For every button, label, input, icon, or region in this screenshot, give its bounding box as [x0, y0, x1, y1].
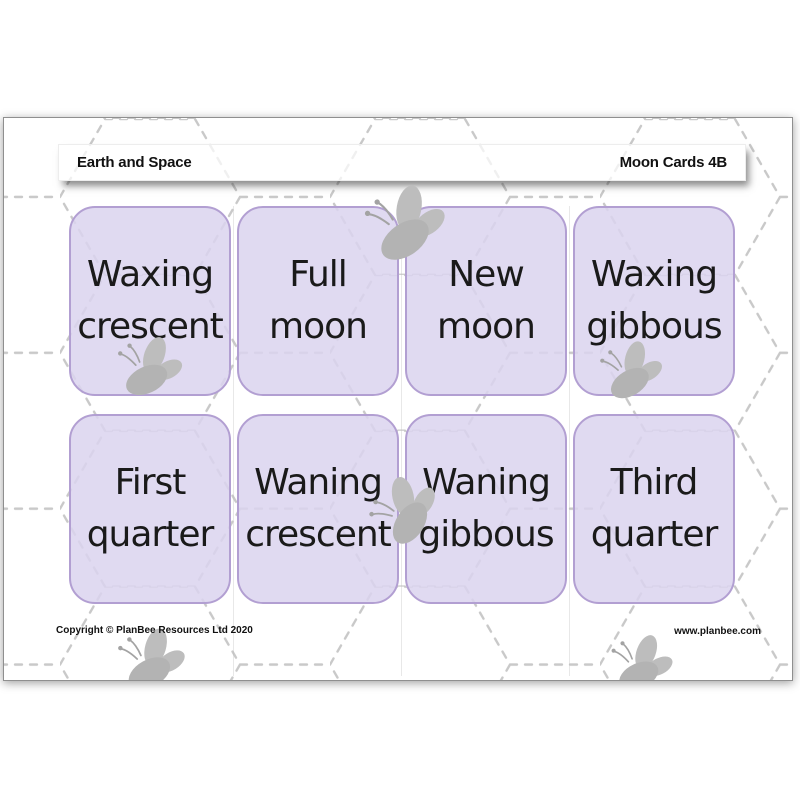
card-line-1: Waning: [254, 462, 383, 503]
card-line-1: Third: [610, 462, 699, 503]
card-line-2: quarter: [590, 514, 719, 555]
card-line-2: quarter: [86, 514, 215, 555]
bee-icon: [117, 333, 187, 402]
card-new-moon: New moon: [405, 206, 567, 396]
card-line-1: Waxing: [86, 254, 214, 295]
card-line-1: Full: [289, 254, 348, 295]
bee-icon: [597, 334, 670, 407]
card-full-moon: Full moon: [237, 206, 399, 396]
card-first-quarter: First quarter: [69, 414, 231, 604]
card-line-2: gibbous: [586, 306, 722, 347]
card-line-2: crescent: [77, 306, 224, 347]
card-line-2: moon: [437, 306, 536, 347]
cut-guide-line: [401, 206, 402, 676]
card-line-1: First: [114, 462, 187, 503]
header-title-label: Moon Cards 4B: [619, 154, 728, 171]
card-line-2: crescent: [245, 514, 392, 555]
header-topic-label: Earth and Space: [77, 154, 192, 171]
footer-website-link: www.planbee.com: [674, 626, 761, 637]
card-line-1: New: [448, 254, 525, 295]
cut-guide-line: [233, 206, 234, 676]
header-bar: Earth and Space Moon Cards 4B: [58, 144, 746, 181]
card-third-quarter: Third quarter: [573, 414, 735, 604]
footer-copyright: Copyright © PlanBee Resources Ltd 2020: [56, 625, 253, 636]
bee-icon: [610, 631, 677, 680]
card-line-1: Waxing: [590, 254, 718, 295]
card-waxing-crescent: Waxing crescent: [69, 206, 231, 396]
card-grid: Waxing crescent Full moon New moon Waxin…: [69, 206, 735, 604]
card-waning-crescent: Waning crescent: [237, 414, 399, 604]
card-line-2: moon: [269, 306, 368, 347]
bee-icon: [359, 175, 458, 273]
card-line-1: Waning: [422, 462, 551, 503]
card-line-2: gibbous: [418, 514, 554, 555]
cut-guide-line: [569, 206, 570, 676]
worksheet-page: Earth and Space Moon Cards 4B Waxing cre…: [3, 117, 793, 681]
